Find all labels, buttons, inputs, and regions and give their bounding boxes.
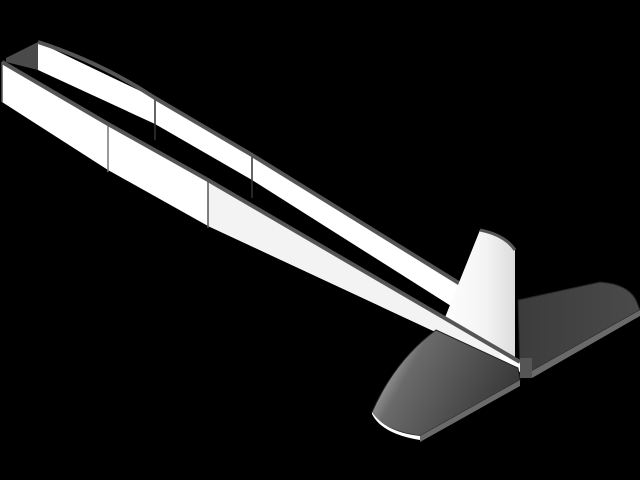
fuselage-near-wall [0, 60, 522, 372]
left-stabilizer [371, 329, 532, 442]
right-stabilizer [517, 281, 640, 378]
fuselage-far-wall [6, 40, 505, 350]
